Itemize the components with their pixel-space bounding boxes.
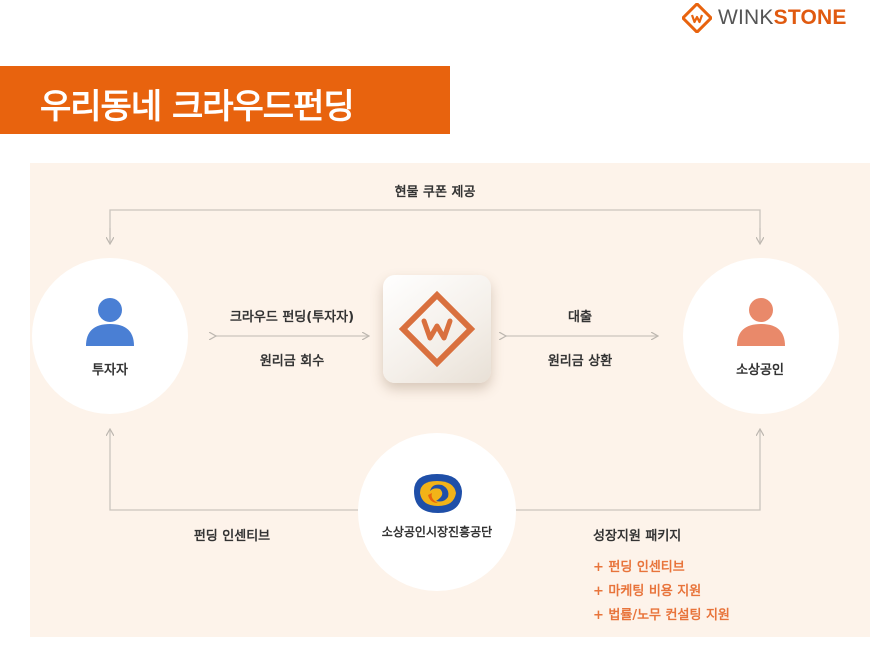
agency-emblem-icon [414,474,462,513]
package-item: + 펀딩 인센티브 [593,560,685,575]
bottom-left-line [110,430,370,511]
title-bar: 우리동네 크라우드펀딩 [0,66,450,134]
bottom-left-label: 펀딩 인센티브 [193,529,271,544]
brand-name: WINKSTONE [718,6,847,29]
winkstone-center-tile [383,275,491,383]
agency-node [358,433,516,591]
investor-person-icon [86,298,134,346]
top-flow-line [109,209,761,242]
investor-node [32,258,188,414]
small-business-person-icon [737,298,785,346]
investor-label: 투자자 [92,363,128,378]
left-upper-label: 크라우드 펀딩(투자자) [229,310,355,325]
winkstone-logo: WINKSTONE [682,3,847,33]
package-title: 성장지원 패키지 [593,529,682,544]
bottom-right-line [505,430,760,511]
page-title: 우리동네 크라우드펀딩 [40,87,355,127]
top-flow-label: 현물 쿠폰 제공 [394,185,476,200]
right-upper-label: 대출 [568,310,592,325]
package-item: + 마케팅 비용 지원 [593,584,702,599]
right-lower-label: 원리금 상환 [547,354,613,369]
left-lower-label: 원리금 회수 [259,354,325,369]
small-business-node [683,258,839,414]
package-item: + 법률/노무 컨설팅 지원 [593,608,730,623]
agency-label: 소상공인시장진흥공단 [381,525,493,539]
small-business-label: 소상공인 [736,363,784,378]
winkstone-diamond-logo-icon [682,3,712,33]
winkstone-center-logo-icon [398,290,476,368]
